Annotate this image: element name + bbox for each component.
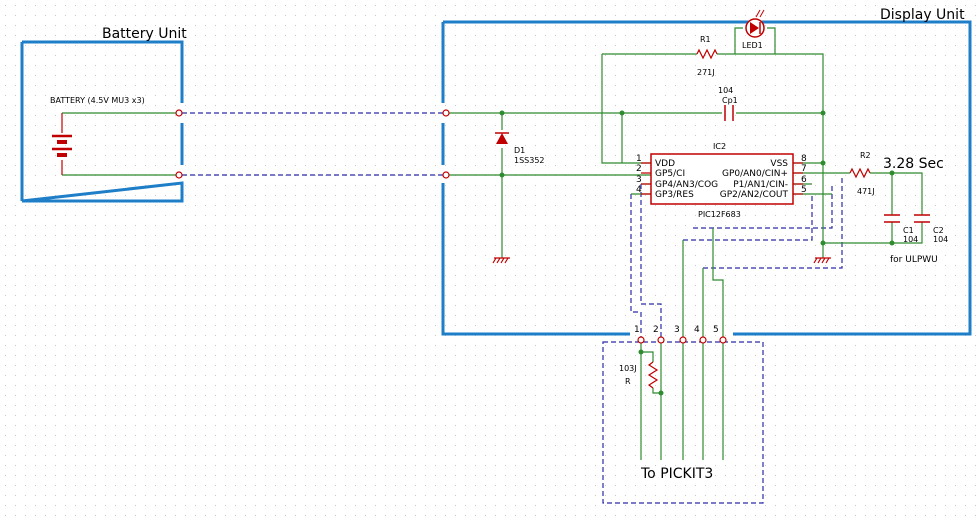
connector-pin-3: 3	[674, 325, 680, 335]
ic-pin-name-2: GP5/CI	[655, 169, 685, 179]
d1-ref: D1	[514, 146, 525, 155]
c2-ref: C2	[933, 226, 944, 235]
display-unit-label: Display Unit	[880, 7, 965, 23]
c1-value: 104	[903, 235, 918, 244]
ic-pin-num-1: 1	[636, 154, 642, 164]
ic-pin-name-3: GP4/AN3/COG	[655, 180, 718, 190]
r-value: 103J	[619, 364, 637, 373]
ic-pin-name-7: GP0/AN0/CIN+	[722, 169, 788, 179]
dashed-cables	[182, 112, 843, 504]
ic-pin-num-8: 8	[801, 154, 807, 164]
timing-label: 3.28 Sec	[883, 156, 944, 172]
d1-part: 1SS352	[514, 156, 545, 165]
connector-pin-4: 4	[694, 325, 700, 335]
ic-pin-num-7: 7	[801, 164, 807, 174]
battery-unit-border-bottom	[21, 181, 184, 203]
connector-terminals	[175, 109, 727, 344]
cp1-value: 104	[718, 86, 733, 95]
r1-value: 271J	[697, 68, 715, 77]
ic-pin-name-4: GP3/RES	[655, 190, 694, 200]
c1-ref: C1	[903, 226, 914, 235]
junctions	[499, 110, 895, 396]
capacitor-cp1	[724, 105, 734, 121]
resistor-r-103j	[647, 361, 659, 389]
pickit-label: To PICKIT3	[640, 466, 713, 482]
unit-borders	[20, 20, 972, 336]
ic-pin-name-6: P1/AN1/CIN-	[733, 180, 788, 190]
ic-ref: IC2	[713, 142, 726, 151]
display-unit-border-top	[443, 20, 972, 336]
resistor-r1	[696, 48, 718, 60]
connector-pin-1: 1	[634, 325, 640, 335]
r2-value: 471J	[857, 187, 875, 196]
ic-pic12f683-body	[650, 153, 794, 205]
ic-pin-num-3: 3	[636, 175, 642, 185]
ic-pin-name-8: VSS	[770, 159, 788, 169]
battery-unit-label: Battery Unit	[102, 26, 187, 42]
ulpwu-label: for ULPWU	[890, 255, 938, 265]
c2-value: 104	[933, 235, 948, 244]
r1-ref: R1	[700, 35, 711, 44]
battery-label: BATTERY (4.5V MU3 x3)	[50, 96, 145, 105]
ic-pin-num-6: 6	[801, 175, 807, 185]
connector-pin-5: 5	[713, 325, 719, 335]
led1-symbol	[745, 9, 765, 38]
ic-pin-num-5: 5	[801, 185, 807, 195]
connector-pin-2: 2	[653, 325, 659, 335]
battery-symbol	[52, 113, 72, 175]
ic-pin-name-5: GP2/AN2/COUT	[720, 190, 789, 200]
led1-ref: LED1	[742, 41, 763, 50]
r2-ref: R2	[860, 151, 871, 160]
ic-pin-stubs	[641, 162, 803, 195]
battery-unit-border-top	[22, 40, 184, 103]
diode-d1	[495, 132, 509, 144]
display-unit-border-left-bottom	[441, 183, 630, 336]
ic-part: PIC12F683	[698, 210, 741, 219]
wires	[62, 27, 923, 460]
cp1-ref: Cp1	[722, 96, 738, 105]
ic-pin-num-4: 4	[636, 185, 642, 195]
ic-pin-num-2: 2	[636, 164, 642, 174]
ground-symbols	[492, 257, 831, 264]
ic-pin-name-1: VDD	[655, 159, 675, 169]
resistor-r2	[849, 167, 871, 179]
r-ref: R	[625, 377, 631, 386]
capacitors-c1-c2	[884, 214, 930, 223]
